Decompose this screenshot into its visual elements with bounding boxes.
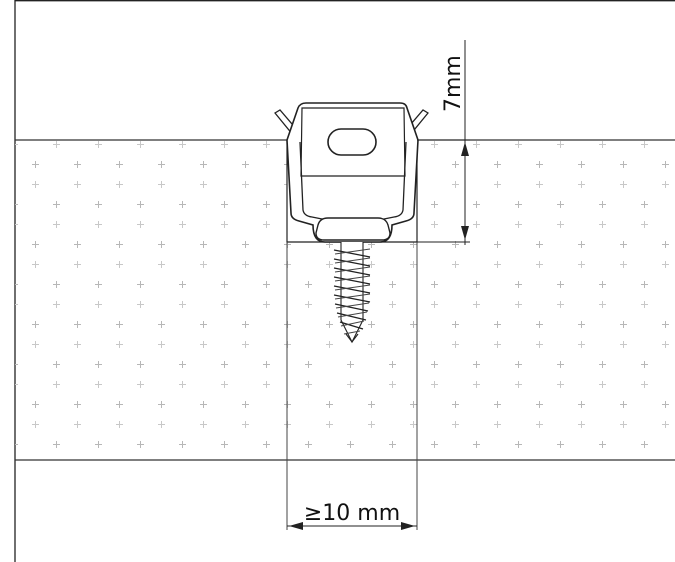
depth-dimension: 7mm xyxy=(417,40,470,245)
screw-icon xyxy=(333,242,371,344)
width-label: ≥10 mm xyxy=(304,501,400,526)
hole-lines xyxy=(286,242,418,530)
width-dimension: ≥10 mm xyxy=(287,501,417,530)
mounting-clip-icon xyxy=(274,102,429,243)
depth-label: 7mm xyxy=(441,55,466,112)
